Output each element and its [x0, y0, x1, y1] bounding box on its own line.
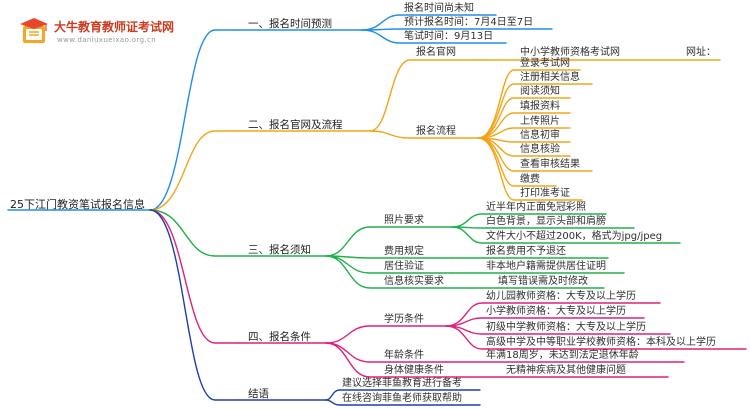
process-step: 信息初审 [520, 130, 560, 141]
link-root-b4 [149, 209, 239, 344]
leaf-official-site-url-label: 网址： [686, 47, 716, 58]
leaf-education-junior-high: 初级中学教师资格：大专及以上学历 [486, 322, 646, 333]
graduation-book-icon [20, 18, 48, 43]
process-step: 阅读须知 [520, 86, 560, 97]
node-info-verification: 信息核实要求 [384, 276, 444, 287]
leaf-fee-rules: 报名费用不予退还 [486, 246, 566, 257]
process-step: 信息核验 [520, 144, 560, 155]
site-logo: 大牛教育教师证考试网 www.daniuxueixao.org.cn [18, 16, 228, 50]
leaf-time-predicted: 预计报名时间：7月4日至7日 [404, 17, 534, 28]
branch-registration-conditions: 四、报名条件 [248, 331, 311, 343]
node-residence-verification: 居住验证 [384, 261, 424, 272]
leaf-education-senior-high: 高级中学及中等职业学校教师资格：本科及以上学历 [486, 337, 716, 348]
leaf-age-requirement: 年满18周岁，未达到法定退休年龄 [486, 350, 639, 361]
leaf-conclusion-prep: 建议选择菲鱼教育进行备考 [342, 378, 462, 389]
leaf-health-requirement: 无精神疾病及其他健康问题 [506, 365, 626, 376]
logo-title: 大牛教育教师证考试网 [54, 20, 175, 34]
leaf-residence-verification: 非本地户籍需提供居住证明 [486, 261, 606, 272]
process-step: 登录考试网 [520, 58, 570, 69]
process-step: 注册相关信息 [520, 72, 580, 83]
leaf-exam-date: 笔试时间：9月13日 [404, 31, 494, 42]
link-root-b1 [149, 29, 239, 211]
leaf-photo-size-format: 文件大小不超过200K，格式为jpg/jpeg [486, 231, 663, 242]
leaf-official-site-name: 中小学教师资格考试网 [520, 47, 620, 58]
link-root-b2 [149, 130, 239, 211]
branch-conclusion: 结语 [248, 388, 269, 400]
node-registration-process: 报名流程 [416, 126, 456, 137]
node-health-requirement: 身体健康条件 [384, 365, 444, 376]
process-step: 打印准考证 [520, 188, 570, 199]
branch-official-site-process: 二、报名官网及流程 [248, 119, 343, 131]
node-photo-requirements: 照片要求 [384, 215, 424, 226]
logo-url: www.daniuxueixao.org.cn [57, 36, 157, 44]
branch-registration-time: 一、报名时间预测 [248, 18, 332, 30]
process-step: 缴费 [520, 174, 540, 185]
branch-registration-notes: 三、报名须知 [248, 244, 311, 256]
node-fee-rules: 费用规定 [384, 246, 424, 257]
leaf-time-unknown: 报名时间尚未知 [404, 3, 474, 14]
process-step: 上传照片 [520, 116, 560, 127]
process-step: 填报资料 [520, 101, 560, 112]
node-education-requirements: 学历条件 [384, 314, 424, 325]
leaf-info-verification: 填写错误需及时修改 [498, 276, 588, 287]
leaf-conclusion-consult: 在线咨询菲鱼老师获取帮助 [342, 393, 462, 404]
leaf-photo-background: 白色背景，显示头部和肩膀 [486, 216, 606, 227]
leaf-education-primary: 小学教师资格：大专及以上学历 [486, 306, 626, 317]
node-official-site: 报名官网 [416, 47, 456, 58]
leaf-photo-recent: 近半年内正面免冠彩照 [486, 202, 586, 213]
link-root-b5 [149, 209, 239, 401]
node-age-requirement: 年龄条件 [384, 350, 424, 361]
link-root-b3 [149, 209, 239, 257]
root-topic: 25下江门教资笔试报名信息 [10, 198, 145, 211]
leaf-education-kindergarten: 幼儿园教师资格：大专及以上学历 [486, 291, 636, 302]
process-step: 查看审核结果 [520, 159, 580, 170]
